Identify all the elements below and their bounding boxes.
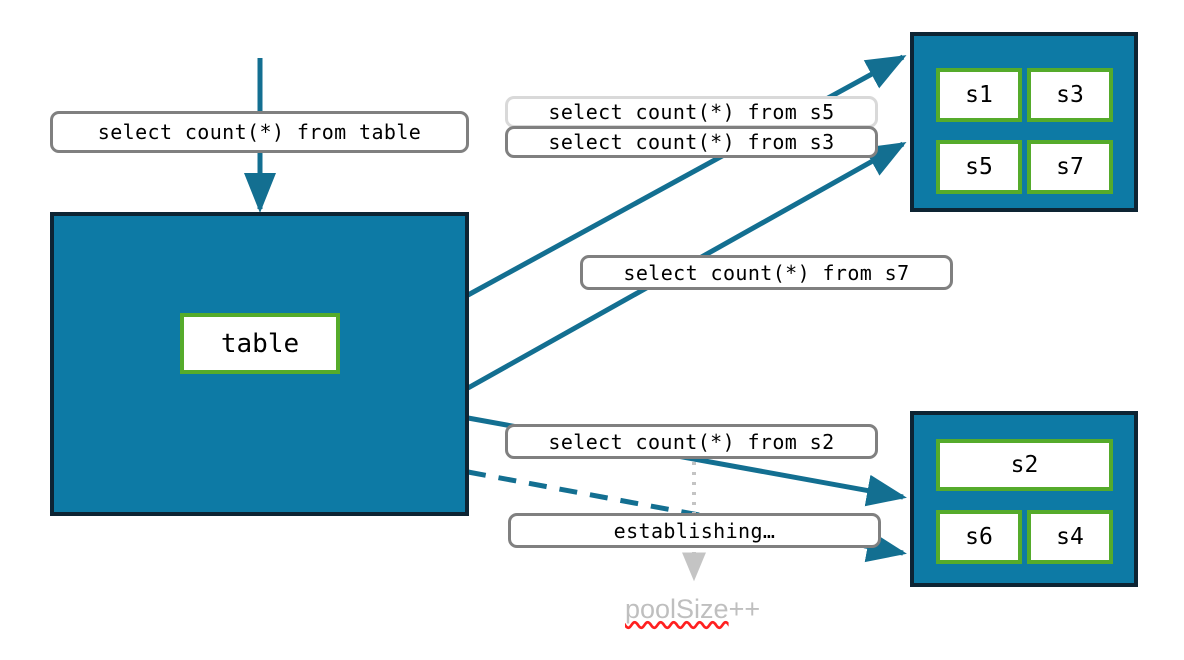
cell-s5[interactable]: s5: [936, 140, 1022, 194]
label-entry-query[interactable]: select count(*) from table: [50, 111, 469, 153]
annotation-poolsize: poolSize++: [625, 594, 760, 625]
annotation-poolsize-word: poolSize: [625, 594, 729, 624]
label-establishing[interactable]: establishing…: [508, 513, 881, 548]
arrow-table-to-establishing: [467, 469, 907, 563]
label-query-s7[interactable]: select count(*) from s7: [580, 255, 953, 290]
label-query-s3[interactable]: select count(*) from s3: [505, 126, 878, 158]
cell-s4[interactable]: s4: [1027, 510, 1113, 564]
cell-s3[interactable]: s3: [1027, 68, 1113, 122]
cell-s2[interactable]: s2: [936, 439, 1113, 491]
annotation-poolsize-operator: ++: [728, 594, 761, 624]
label-query-s5[interactable]: select count(*) from s5: [505, 96, 878, 128]
cell-s7[interactable]: s7: [1027, 140, 1113, 194]
label-query-s2[interactable]: select count(*) from s2: [505, 424, 878, 459]
cell-s6[interactable]: s6: [936, 510, 1022, 564]
cell-table[interactable]: table: [180, 313, 340, 374]
cell-s1[interactable]: s1: [936, 68, 1022, 122]
